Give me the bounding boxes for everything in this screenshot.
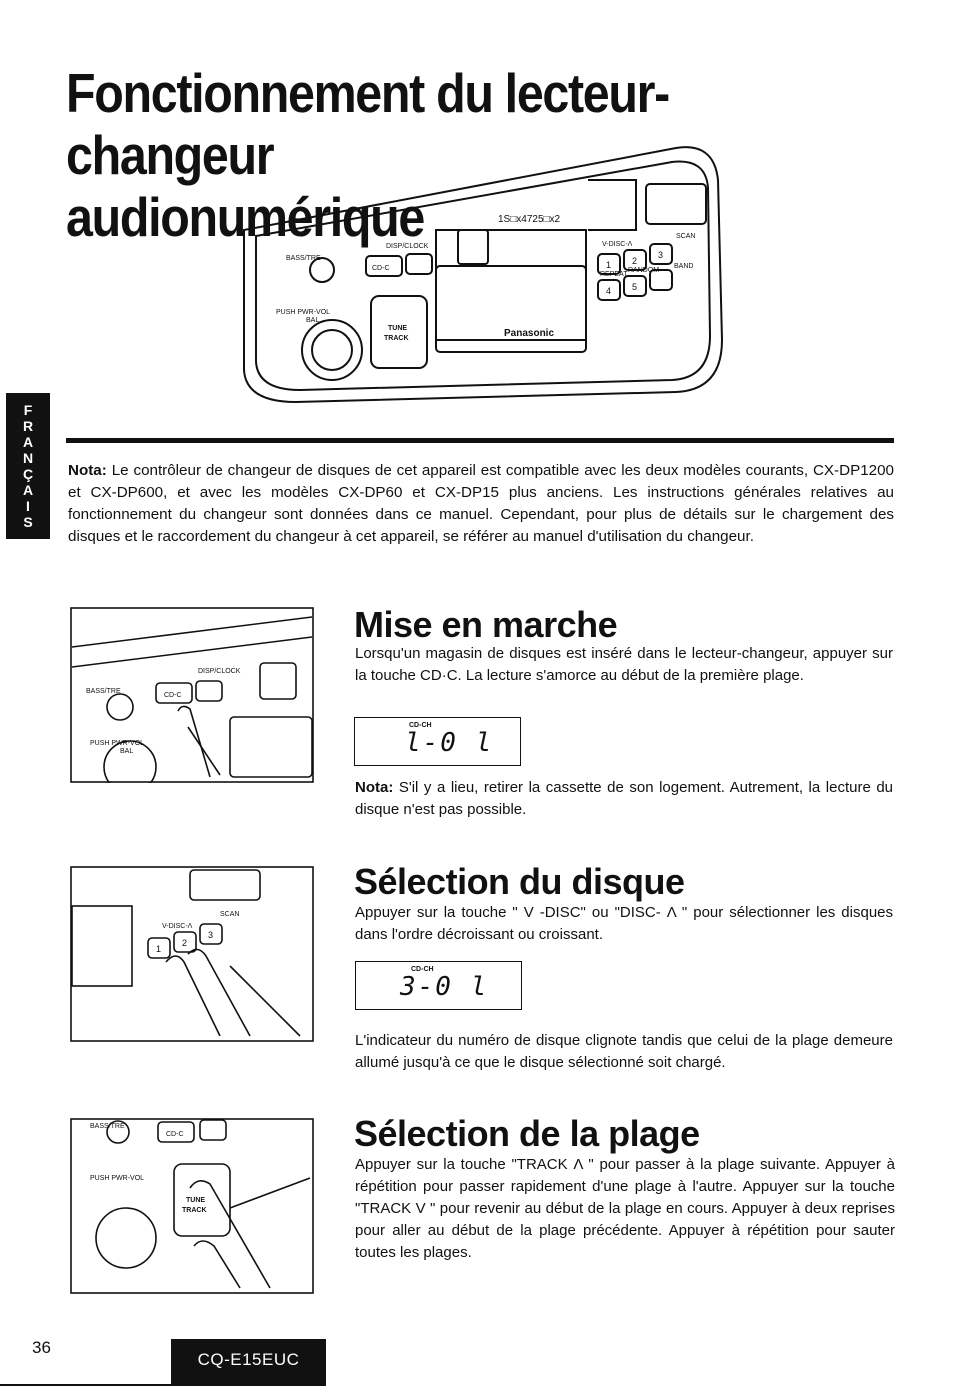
side-tab-letter: A (22, 434, 34, 450)
lcd-label: CD-CH (411, 966, 434, 973)
label-bass-treble: BASS/TRE (86, 688, 121, 695)
label-preset-3: 3 (208, 930, 213, 940)
label-bal: BAL (306, 317, 319, 324)
label-disc: V-DISC-Λ (602, 241, 633, 248)
label-tune: TUNE (186, 1197, 205, 1204)
heading-mise-en-marche: Mise en marche (354, 604, 618, 645)
nota-text: Le contrôleur de changeur de disques de … (68, 462, 894, 545)
label-preset-4: 4 (606, 286, 611, 296)
page-title-line1: Fonctionnement du lecteur-changeur (66, 62, 670, 186)
label-preset-2: 2 (632, 256, 637, 266)
side-tab-letter: Ç (22, 466, 34, 482)
label-preset-2: 2 (182, 938, 187, 948)
label-scan: SCAN (220, 911, 239, 918)
label-track: TRACK (384, 335, 409, 342)
label-cdc: CD-C (166, 1131, 184, 1138)
label-cdc: CD-C (164, 692, 182, 699)
page-number: 36 (32, 1338, 51, 1357)
label-random: RANDOM (628, 267, 659, 274)
side-tab-letter: A (22, 482, 34, 498)
lcd-display-disc1: CD-CH l-0 l (354, 717, 521, 766)
label-track: TRACK (182, 1207, 207, 1214)
label-push-pwr-vol: PUSH PWR-VOL (90, 740, 144, 747)
mise-en-marche-note: Nota: S'il y a lieu, retirer la cassette… (355, 777, 893, 821)
label-repeat: REPEAT (600, 271, 628, 278)
lcd-digits: 3-0 l (400, 972, 489, 1002)
label-bass-treble: BASS/TRE (90, 1123, 125, 1130)
illustration-selection-plage: BASS/TRE CD-C PUSH PWR-VOL TUNE TRACK (70, 1118, 314, 1294)
selection-plage-paragraph: Appuyer sur la touche "TRACK Λ " pour pa… (355, 1156, 895, 1261)
heading-selection-plage: Sélection de la plage (354, 1113, 700, 1154)
label-preset-1: 1 (156, 944, 161, 954)
label-disp-clock: DISP/CLOCK (386, 243, 429, 250)
label-bass-treble: BASS/TRE (286, 255, 321, 262)
heading-selection-disque: Sélection du disque (354, 861, 685, 902)
label-brand: Panasonic (504, 328, 554, 339)
selection-disque-paragraph: Appuyer sur la touche " V -DISC" ou "DIS… (355, 904, 893, 943)
label-push-pwr-vol: PUSH PWR-VOL (276, 309, 330, 316)
section-divider (66, 438, 894, 443)
label-scan: SCAN (676, 233, 695, 240)
label-push-pwr-vol: PUSH PWR-VOL (90, 1175, 144, 1182)
mise-en-marche-paragraph: Lorsqu'un magasin de disques est inséré … (355, 645, 893, 684)
side-tab-letter: I (26, 498, 30, 514)
side-tab-letter: N (22, 450, 34, 466)
device-illustration: BASS/TRE DISP/CLOCK CD-C TUNE TRACK Pana… (236, 140, 726, 406)
illustration-selection-disque: V-DISC-Λ SCAN 1 2 3 (70, 866, 314, 1042)
label-disp-clock: DISP/CLOCK (198, 668, 241, 675)
model-number-badge: CQ-E15EUC (171, 1339, 326, 1386)
lcd-label: CD-CH (409, 722, 432, 729)
label-bal: BAL (120, 748, 133, 755)
label-preset-3: 3 (658, 250, 663, 260)
label-tape-text: 1S□x4725□x2 (498, 214, 561, 225)
label-tune: TUNE (388, 325, 407, 332)
lcd-digits: l-0 l (405, 728, 494, 758)
illustration-mise-en-marche: BASS/TRE DISP/CLOCK CD-C PUSH PWR-VOL BA… (70, 607, 314, 783)
note-text: S'il y a lieu, retirer la cassette de so… (355, 779, 893, 818)
lcd-display-disc3: CD-CH 3-0 l (355, 961, 522, 1010)
nota-paragraph: Nota: Le contrôleur de changeur de disqu… (68, 460, 894, 548)
language-side-tab: F R A N Ç A I S (6, 393, 50, 539)
side-tab-letter: S (23, 514, 33, 530)
label-preset-1: 1 (606, 260, 611, 270)
selection-disque-indicator-text: L'indicateur du numéro de disque clignot… (355, 1032, 893, 1071)
label-disc: V-DISC-Λ (162, 923, 193, 930)
nota-label: Nota: (68, 462, 107, 479)
side-tab-letter: R (22, 418, 34, 434)
label-band: BAND (674, 263, 693, 270)
side-tab-letter: F (23, 402, 33, 418)
label-cdc: CD-C (372, 265, 390, 272)
note-label: Nota: (355, 779, 394, 796)
footer-rule (0, 1384, 171, 1386)
label-preset-5: 5 (632, 282, 637, 292)
